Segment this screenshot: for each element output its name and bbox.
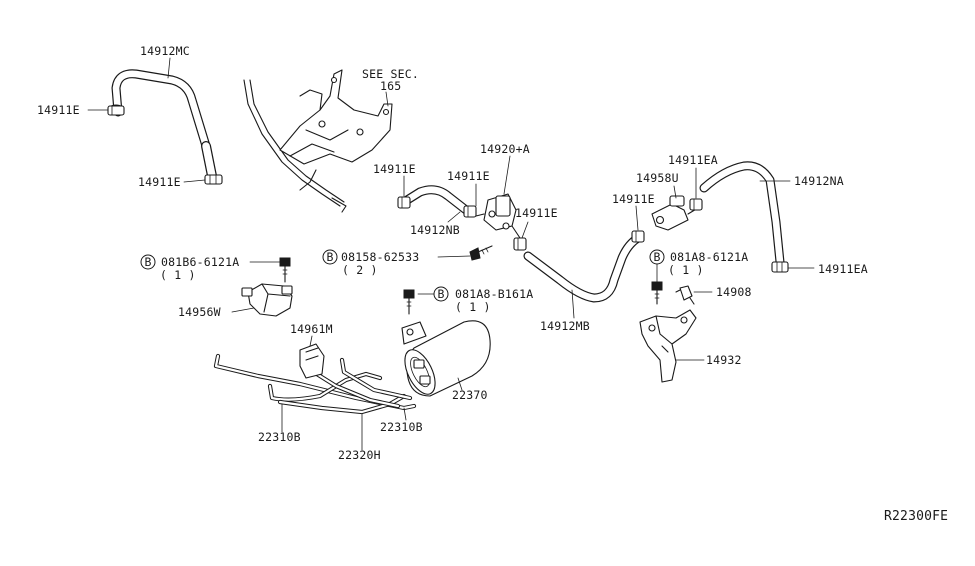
clamp-14911ea-a[interactable] <box>689 198 703 211</box>
valve-14958u[interactable] <box>651 195 699 231</box>
label-14932: 14932 <box>706 353 742 367</box>
label-14958u: 14958U <box>636 171 679 185</box>
clamp-14911e-e[interactable] <box>513 237 527 251</box>
clamp-14911ea-b[interactable] <box>771 261 789 273</box>
valve-14920a[interactable] <box>475 193 521 239</box>
label-081a8-b161a: 081A8-B161A <box>455 287 533 301</box>
hose-14912na[interactable] <box>699 161 785 267</box>
sensor-14908[interactable] <box>675 285 695 305</box>
label-22310b-b: 22310B <box>380 420 423 434</box>
label-08158: 08158-62533 <box>341 250 419 264</box>
bolt-symbol-08158-letter: B <box>327 250 334 264</box>
label-14911e-e: 14911E <box>515 206 558 220</box>
bolt-symbol-081b6 <box>140 254 156 270</box>
tube-22310b-right[interactable] <box>301 357 413 409</box>
bolt-symbol-081a8-b161a <box>433 286 449 302</box>
label-14912na: 14912NA <box>794 174 844 188</box>
label-14911ea-a: 14911EA <box>668 153 718 167</box>
label-see-sec-num: 165 <box>380 79 401 93</box>
hose-14912mc[interactable] <box>111 69 217 181</box>
canister-22370[interactable] <box>399 320 491 399</box>
clamp-14911e-a[interactable] <box>107 104 125 116</box>
clip-14961m[interactable] <box>299 343 325 379</box>
label-see-sec: SEE SEC. <box>362 67 419 81</box>
bolt-08158[interactable] <box>469 245 493 261</box>
bolt-symbol-08158 <box>322 249 338 265</box>
label-14911ea-b: 14911EA <box>818 262 868 276</box>
label-14956w: 14956W <box>178 305 221 319</box>
clamp-14911e-d[interactable] <box>463 205 477 218</box>
label-081a8-6121a: 081A8-6121A <box>670 250 748 264</box>
bolt-081b6[interactable] <box>279 257 291 283</box>
label-22310b-a: 22310B <box>258 430 301 444</box>
solenoid-14956w[interactable] <box>241 283 293 317</box>
bolt-symbol-081a8-6121a-letter: B <box>654 250 661 264</box>
label-14911e-d: 14911E <box>447 169 490 183</box>
label-14908: 14908 <box>716 285 752 299</box>
clamp-14911e-f[interactable] <box>631 230 645 243</box>
label-14961m: 14961M <box>290 322 333 336</box>
label-14911e-a: 14911E <box>37 103 80 117</box>
clamp-14911e-c[interactable] <box>397 196 411 209</box>
bolt-081a8-b161a[interactable] <box>403 289 415 315</box>
label-081a8-6121a-qty: ( 1 ) <box>668 263 704 277</box>
label-14912mb: 14912MB <box>540 319 590 333</box>
label-14911e-f: 14911E <box>612 192 655 206</box>
label-14911e-c: 14911E <box>373 162 416 176</box>
label-081b6: 081B6-6121A <box>161 255 239 269</box>
bracket-assembly[interactable] <box>243 69 393 213</box>
label-14912mc: 14912MC <box>140 44 190 58</box>
bolt-symbol-081b6-letter: B <box>145 255 152 269</box>
label-14912nb: 14912NB <box>410 223 460 237</box>
clamp-14911e-b[interactable] <box>204 174 223 185</box>
label-14911e-b: 14911E <box>138 175 181 189</box>
hose-14912nb[interactable] <box>399 185 471 215</box>
label-08158-qty: ( 2 ) <box>342 263 378 277</box>
diagram-reference-code: R22300FE <box>884 509 948 524</box>
label-22370: 22370 <box>452 388 488 402</box>
bracket-14932[interactable] <box>639 309 697 383</box>
label-081a8-b161a-qty: ( 1 ) <box>455 300 491 314</box>
label-14920a: 14920+A <box>480 142 530 156</box>
hose-14912mb[interactable] <box>523 233 643 303</box>
label-22320h: 22320H <box>338 448 381 462</box>
label-081b6-qty: ( 1 ) <box>160 268 196 282</box>
bolt-081a8-6121a[interactable] <box>651 281 663 305</box>
bolt-symbol-081a8-b161a-letter: B <box>438 287 445 301</box>
